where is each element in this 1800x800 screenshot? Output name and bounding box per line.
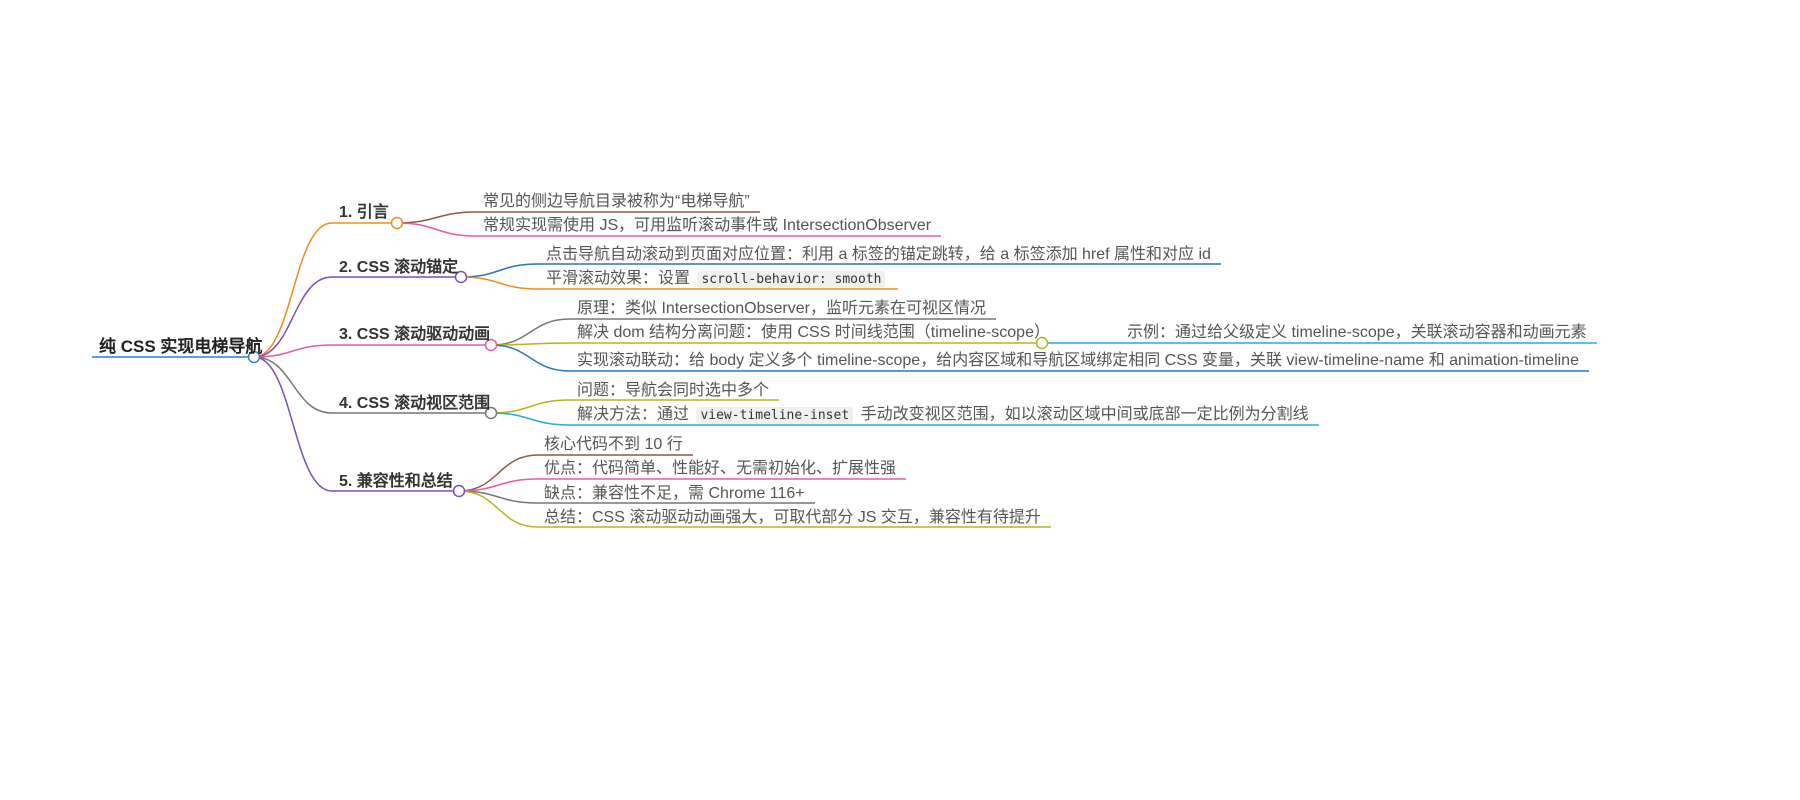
branch-5-to-leaf-1-connector — [458, 454, 539, 492]
leaf-text: 核心代码不到 10 行 — [544, 436, 683, 453]
leaf-text: 手动改变视区范围，如以滚动区域中间或底部一定比例为分割线 — [856, 406, 1309, 423]
leaf-node-5-4[interactable]: 总结：CSS 滚动驱动动画强大，可取代部分 JS 交互，兼容性有待提升 — [544, 508, 1041, 528]
leaf-text: 总结：CSS 滚动驱动动画强大，可取代部分 JS 交互，兼容性有待提升 — [544, 509, 1041, 526]
branch-1-knob — [390, 216, 404, 230]
leaf-text: 实现滚动联动：给 body 定义多个 timeline-scope，给内容区域和… — [577, 352, 1579, 369]
leaf-node-3-3[interactable]: 实现滚动联动：给 body 定义多个 timeline-scope，给内容区域和… — [577, 351, 1579, 371]
leaf-node-3-1[interactable]: 原理：类似 IntersectionObserver，监听元素在可视区情况 — [577, 299, 986, 319]
branch-node-4[interactable]: 4. CSS 滚动视区范围 — [339, 394, 490, 414]
root-to-branch-4-connector — [253, 356, 333, 414]
branch-1-to-leaf-2-connector — [396, 222, 477, 237]
leaf-text: 缺点：兼容性不足，需 Chrome 116+ — [544, 485, 805, 502]
leaf-node-2-1[interactable]: 点击导航自动滚动到页面对应位置：利用 a 标签的锚定跳转，给 a 标签添加 hr… — [546, 245, 1211, 265]
root-to-branch-2-connector — [253, 276, 333, 358]
leaf-node-4-1[interactable]: 问题：导航会同时选中多个 — [577, 381, 769, 401]
leaf-text: 常规实现需使用 JS，可用监听滚动事件或 IntersectionObserve… — [483, 217, 932, 234]
leaf-node-5-3[interactable]: 缺点：兼容性不足，需 Chrome 116+ — [544, 484, 805, 504]
leaf-text: 解决 dom 结构分离问题：使用 CSS 时间线范围（timeline-scop… — [577, 324, 1050, 341]
branch-4-to-leaf-2-connector — [490, 412, 571, 426]
branch-label: 3. CSS 滚动驱动动画 — [339, 326, 491, 343]
leaf-node-1-2[interactable]: 常规实现需使用 JS，可用监听滚动事件或 IntersectionObserve… — [483, 216, 931, 236]
leaf-node-2-2[interactable]: 平滑滚动效果：设置 scroll-behavior: smooth — [546, 269, 888, 290]
branch-node-1[interactable]: 1. 引言 — [339, 203, 389, 223]
branch-node-2[interactable]: 2. CSS 滚动锚定 — [339, 258, 458, 278]
leaf-text: 原理：类似 IntersectionObserver，监听元素在可视区情况 — [577, 300, 986, 317]
branch-2-to-leaf-2-connector — [460, 276, 539, 290]
leaf-text: 常见的侧边导航目录被称为“电梯导航” — [483, 193, 750, 210]
branch-node-5[interactable]: 5. 兼容性和总结 — [339, 472, 453, 492]
branch-3-to-leaf-3-connector — [490, 344, 571, 372]
leaf-text: 解决方法：通过 — [577, 406, 694, 423]
root-node[interactable]: 纯 CSS 实现电梯导航 — [99, 337, 262, 357]
code-snippet: scroll-behavior: smooth — [697, 271, 886, 288]
leaf-text: 示例：通过给父级定义 timeline-scope，关联滚动容器和动画元素 — [1127, 324, 1587, 341]
branch-4-knob — [484, 406, 498, 420]
leaf-text: 平滑滚动效果：设置 — [546, 270, 695, 287]
root-label: 纯 CSS 实现电梯导航 — [99, 337, 263, 356]
branch-label: 1. 引言 — [339, 204, 389, 221]
branch-node-3[interactable]: 3. CSS 滚动驱动动画 — [339, 325, 490, 345]
branch-5-to-leaf-4-connector — [458, 490, 539, 528]
branch-5-knob — [452, 484, 466, 498]
branch-2-to-leaf-1-connector — [460, 263, 539, 278]
root-to-branch-3-connector — [253, 344, 333, 358]
leaf-text: 点击导航自动滚动到页面对应位置：利用 a 标签的锚定跳转，给 a 标签添加 hr… — [546, 246, 1211, 263]
leaf-node-3-2-1[interactable]: 示例：通过给父级定义 timeline-scope，关联滚动容器和动画元素 — [1127, 323, 1587, 343]
root-knob — [247, 350, 261, 364]
root-to-branch-5-connector — [253, 356, 333, 492]
branch-3-knob — [484, 338, 498, 352]
leaf-node-4-2[interactable]: 解决方法：通过 view-timeline-inset 手动改变视区范围，如以滚… — [577, 405, 1309, 426]
leaf-node-5-1[interactable]: 核心代码不到 10 行 — [544, 435, 683, 455]
branch-1-to-leaf-1-connector — [396, 211, 477, 224]
branch-label: 4. CSS 滚动视区范围 — [339, 395, 491, 412]
branch-label: 2. CSS 滚动锚定 — [339, 259, 459, 276]
branch-4-to-leaf-1-connector — [490, 399, 571, 414]
root-to-branch-1-connector — [253, 222, 333, 358]
code-snippet: view-timeline-inset — [696, 407, 854, 424]
leaf-node-3-2[interactable]: 解决 dom 结构分离问题：使用 CSS 时间线范围（timeline-scop… — [577, 323, 1050, 343]
leaf-3-2-knob — [1035, 336, 1049, 350]
branch-label: 5. 兼容性和总结 — [339, 473, 453, 490]
branch-2-knob — [454, 270, 468, 284]
leaf-text: 优点：代码简单、性能好、无需初始化、扩展性强 — [544, 460, 897, 477]
leaf-node-5-2[interactable]: 优点：代码简单、性能好、无需初始化、扩展性强 — [544, 459, 896, 479]
branch-3-to-leaf-1-connector — [490, 318, 571, 346]
leaf-text: 问题：导航会同时选中多个 — [577, 382, 770, 399]
leaf-node-1-1[interactable]: 常见的侧边导航目录被称为“电梯导航” — [483, 192, 750, 212]
